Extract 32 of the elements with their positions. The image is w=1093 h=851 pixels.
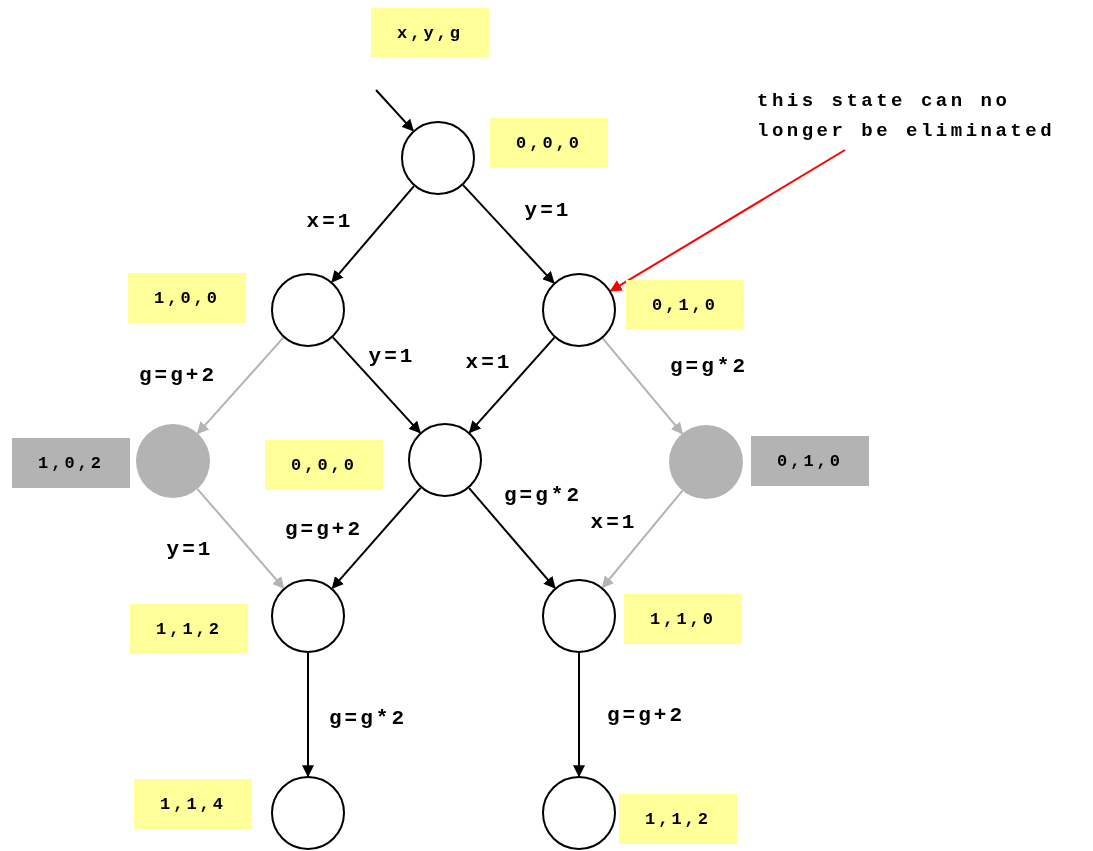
state-label: 0,1,0	[626, 280, 744, 330]
arrow	[302, 652, 314, 778]
state-label: 0,0,0	[490, 118, 608, 168]
annotation-note: this state can no longer be eliminated	[757, 86, 1087, 150]
arrow	[331, 185, 415, 283]
state-circle	[408, 423, 482, 497]
state-label: 1,1,2	[619, 794, 737, 844]
state-circle	[542, 273, 616, 347]
state-label: 0,1,0	[751, 436, 869, 486]
arrow	[462, 184, 555, 284]
state-label: 1,1,0	[624, 594, 742, 644]
arrow	[331, 336, 422, 434]
state-circle	[401, 121, 475, 195]
filled-state-circle	[136, 424, 210, 498]
leader-line	[609, 149, 846, 292]
arrow	[573, 652, 585, 778]
state-label: 1,1,4	[134, 779, 252, 829]
arrow	[196, 336, 285, 435]
arrow	[468, 487, 556, 589]
arrow	[601, 489, 684, 589]
state-label: 1,0,2	[12, 438, 130, 488]
state-circle	[271, 579, 345, 653]
state-circle	[271, 273, 345, 347]
arrow	[196, 487, 285, 590]
arrow	[468, 336, 556, 434]
state-label: 0,0,0	[265, 440, 383, 490]
state-label: 1,1,2	[130, 604, 248, 654]
state-label: 1,0,0	[128, 273, 246, 323]
arrow	[601, 337, 684, 435]
arrow	[375, 89, 415, 132]
column-header: x,y,g	[371, 8, 489, 58]
arrow	[331, 486, 422, 590]
